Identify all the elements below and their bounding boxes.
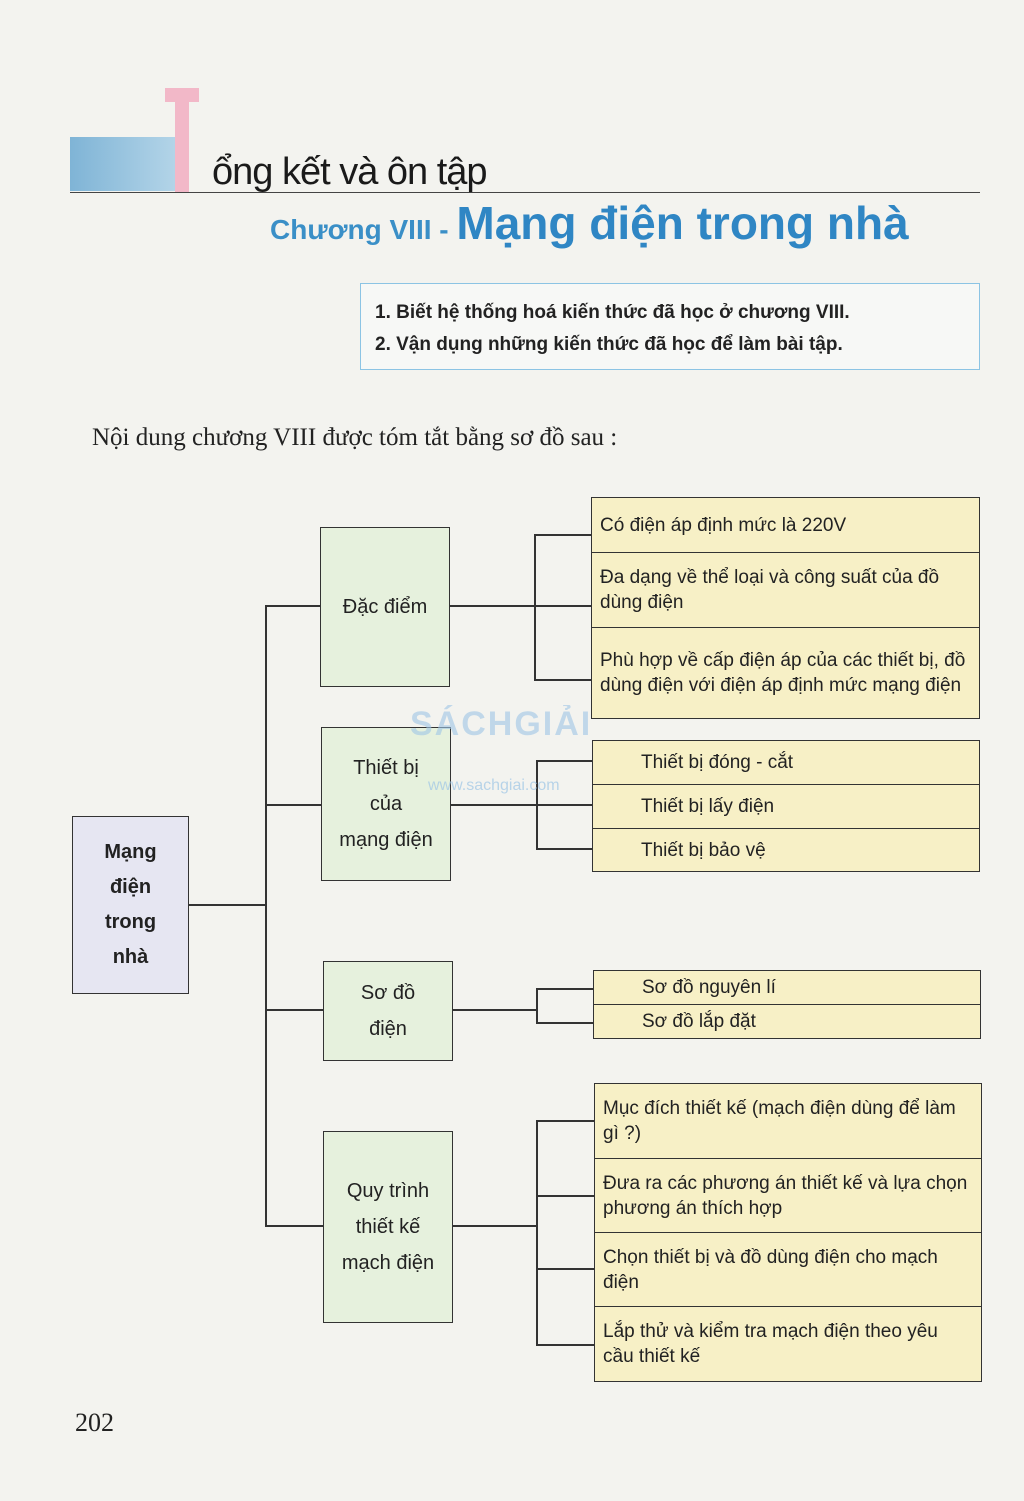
leaf-item: Chọn thiết bị và đồ dùng điện cho mạch đ…	[594, 1232, 982, 1307]
branch-label: Thiết bị	[353, 757, 419, 779]
root-line-4: nhà	[112, 946, 149, 968]
branch-node-thiet-bi: Thiết bị của mạng điện	[321, 727, 451, 881]
branch-node-so-do: Sơ đồ điện	[323, 961, 453, 1061]
objective-1: 1. Biết hệ thống hoá kiến thức đã học ở …	[375, 302, 850, 323]
leaf-item: Đưa ra các phương án thiết kế và lựa chọ…	[594, 1158, 982, 1233]
root-line-2: điện	[109, 876, 152, 898]
root-line-3: trong	[104, 911, 157, 933]
objectives-box: 1. Biết hệ thống hoá kiến thức đã học ở …	[360, 283, 980, 370]
root-node: Mạng điện trong nhà	[72, 816, 189, 994]
leaf-item: Lắp thử và kiểm tra mạch điện theo yêu c…	[594, 1306, 982, 1382]
watermark-url: www.sachgiai.com	[428, 777, 560, 794]
branch-label: Đặc điểm	[342, 596, 428, 618]
title-decor-bar	[70, 137, 188, 191]
branch-label: điện	[369, 1018, 407, 1040]
leaf-item: Thiết bị bảo vệ	[592, 828, 980, 872]
branch-label: Quy trình	[346, 1180, 430, 1202]
leaf-item: Sơ đồ lắp đặt	[593, 1004, 981, 1039]
branch-label: mạng điện	[339, 829, 433, 851]
branch-label: mạch điện	[341, 1252, 435, 1274]
chapter-prefix: Chương VIII -	[270, 214, 457, 245]
leaf-item: Có điện áp định mức là 220V	[591, 497, 980, 553]
branch-node-dac-diem: Đặc điểm	[320, 527, 450, 687]
chapter-heading: Chương VIII - Mạng điện trong nhà	[270, 196, 909, 250]
leaf-item: Sơ đồ nguyên lí	[593, 970, 981, 1005]
leaf-item: Đa dạng về thể loại và công suất của đồ …	[591, 552, 980, 628]
branch-node-quy-trinh: Quy trình thiết kế mạch điện	[323, 1131, 453, 1323]
chapter-title: Mạng điện trong nhà	[456, 197, 909, 249]
leaf-item: Mục đích thiết kế (mạch điện dùng để làm…	[594, 1083, 982, 1159]
objective-2: 2. Vận dụng những kiến thức đã học để là…	[375, 334, 843, 355]
root-line-1: Mạng	[104, 841, 157, 863]
leaf-item: Phù hợp về cấp điện áp của các thiết bị,…	[591, 627, 980, 719]
branch-label: Sơ đồ	[360, 982, 416, 1004]
leaf-item: Thiết bị lấy điện	[592, 784, 980, 829]
lesson-title: ổng kết và ôn tập	[212, 151, 488, 193]
title-initial-T	[165, 88, 199, 192]
title-divider	[70, 192, 980, 193]
branch-label: thiết kế	[355, 1216, 421, 1238]
branch-label: của	[369, 793, 403, 815]
page-number: 202	[75, 1408, 114, 1437]
intro-text: Nội dung chương VIII được tóm tắt bằng s…	[92, 424, 618, 451]
watermark-logo: SÁCHGIẢI	[410, 705, 593, 743]
leaf-item: Thiết bị đóng - cắt	[592, 740, 980, 785]
